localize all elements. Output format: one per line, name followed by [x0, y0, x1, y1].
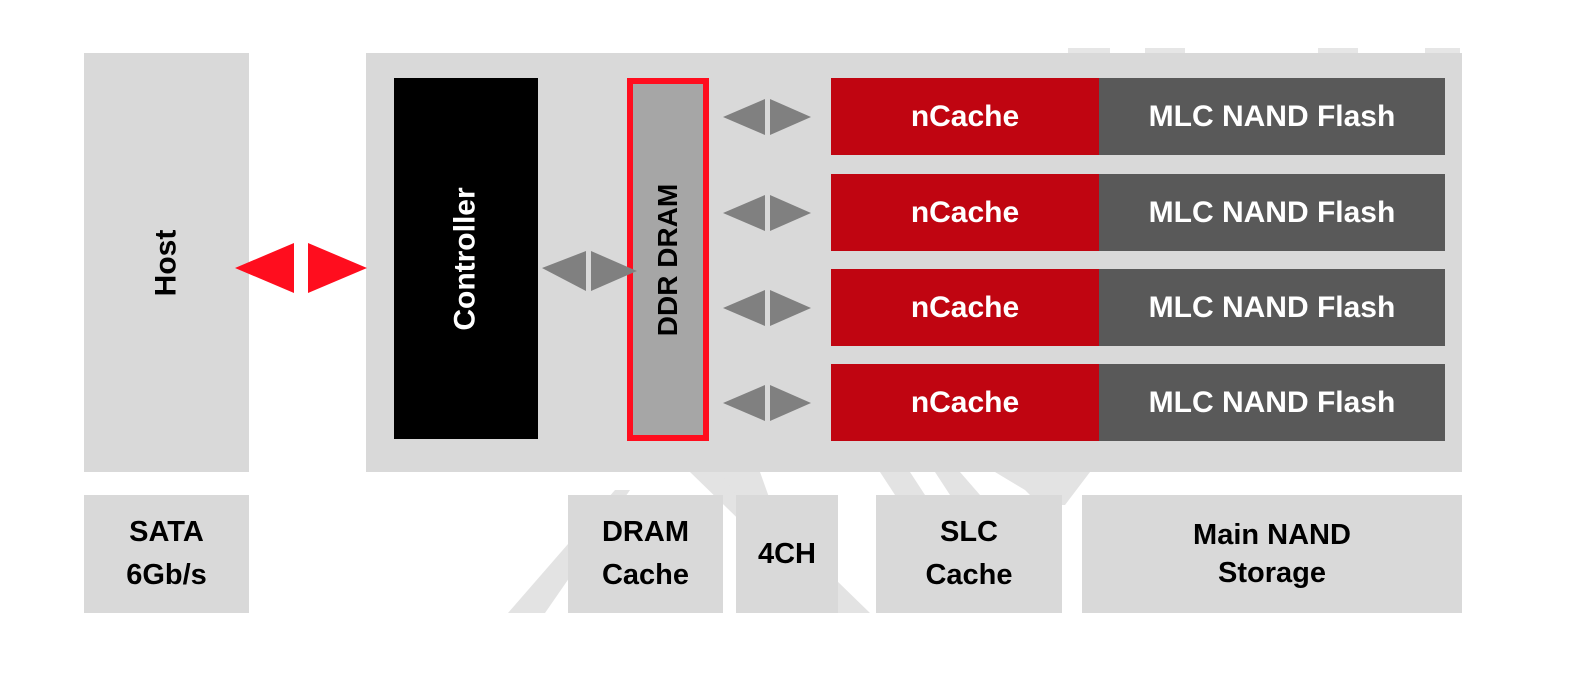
arrow-right-icon [770, 99, 811, 135]
arrow-left-icon [235, 243, 294, 293]
legend-line: 6Gb/s [126, 559, 207, 591]
top-tab [1068, 48, 1110, 54]
legend-slc-cache: SLC Cache [876, 495, 1062, 613]
mlc-flash-block: MLC NAND Flash [1099, 364, 1445, 441]
arrow-right-icon [770, 290, 811, 326]
controller-block: Controller [394, 78, 538, 439]
legend-line: SATA [129, 516, 204, 548]
ncache-label: nCache [910, 290, 1020, 324]
arrow-right-icon [591, 251, 637, 291]
ncache-block: nCache [831, 269, 1099, 346]
top-tab [1318, 48, 1358, 54]
arrow-right-icon [770, 195, 811, 231]
channel-arrow-icon [723, 385, 811, 421]
mlc-flash-label: MLC NAND Flash [1148, 195, 1396, 229]
mlc-flash-block: MLC NAND Flash [1099, 174, 1445, 251]
legend-line: Cache [925, 559, 1013, 591]
legend-sata: SATA 6Gb/s [84, 495, 249, 613]
host-controller-arrow-icon [235, 243, 367, 293]
ddr-dram-block: DDR DRAM [627, 78, 709, 441]
connector-4ch-b [720, 472, 770, 500]
channel-arrow-icon [723, 99, 811, 135]
connector-slc-a [880, 472, 925, 495]
legend-line: SLC [939, 516, 998, 548]
channel-arrow-icon [723, 290, 811, 326]
arrow-left-icon [723, 290, 765, 326]
arrow-right-icon [308, 243, 367, 293]
ncache-label: nCache [910, 195, 1020, 229]
arrow-left-icon [542, 251, 586, 291]
arrow-left-icon [723, 385, 765, 421]
legend-main-nand: Main NAND Storage [1082, 495, 1462, 613]
connector-slc-b [935, 472, 980, 495]
legend-line: Cache [601, 559, 690, 591]
mlc-flash-label: MLC NAND Flash [1148, 290, 1396, 324]
legend-4ch: 4CH [736, 495, 838, 613]
ncache-label: nCache [910, 99, 1020, 133]
ncache-block: nCache [831, 78, 1099, 155]
ncache-block: nCache [831, 174, 1099, 251]
arrow-right-icon [770, 385, 811, 421]
channel-arrow-icon [723, 195, 811, 231]
legend-line: Storage [1218, 557, 1326, 589]
mlc-flash-label: MLC NAND Flash [1148, 99, 1396, 133]
ncache-label: nCache [910, 385, 1020, 419]
mlc-flash-label: MLC NAND Flash [1148, 385, 1396, 419]
legend-dram-cache: DRAM Cache [568, 495, 723, 613]
arrow-left-icon [723, 195, 765, 231]
mlc-flash-block: MLC NAND Flash [1099, 269, 1445, 346]
controller-dram-arrow-icon [542, 251, 637, 291]
legend-line: DRAM [601, 516, 689, 548]
legend-line: Main NAND [1193, 519, 1351, 551]
connector-main [995, 472, 1090, 505]
ncache-block: nCache [831, 364, 1099, 441]
host-block: Host [84, 53, 249, 472]
arrow-left-icon [723, 99, 765, 135]
legend-line: 4CH [757, 537, 816, 570]
top-tab [1145, 48, 1185, 54]
mlc-flash-block: MLC NAND Flash [1099, 78, 1445, 155]
top-tab [1425, 48, 1460, 54]
